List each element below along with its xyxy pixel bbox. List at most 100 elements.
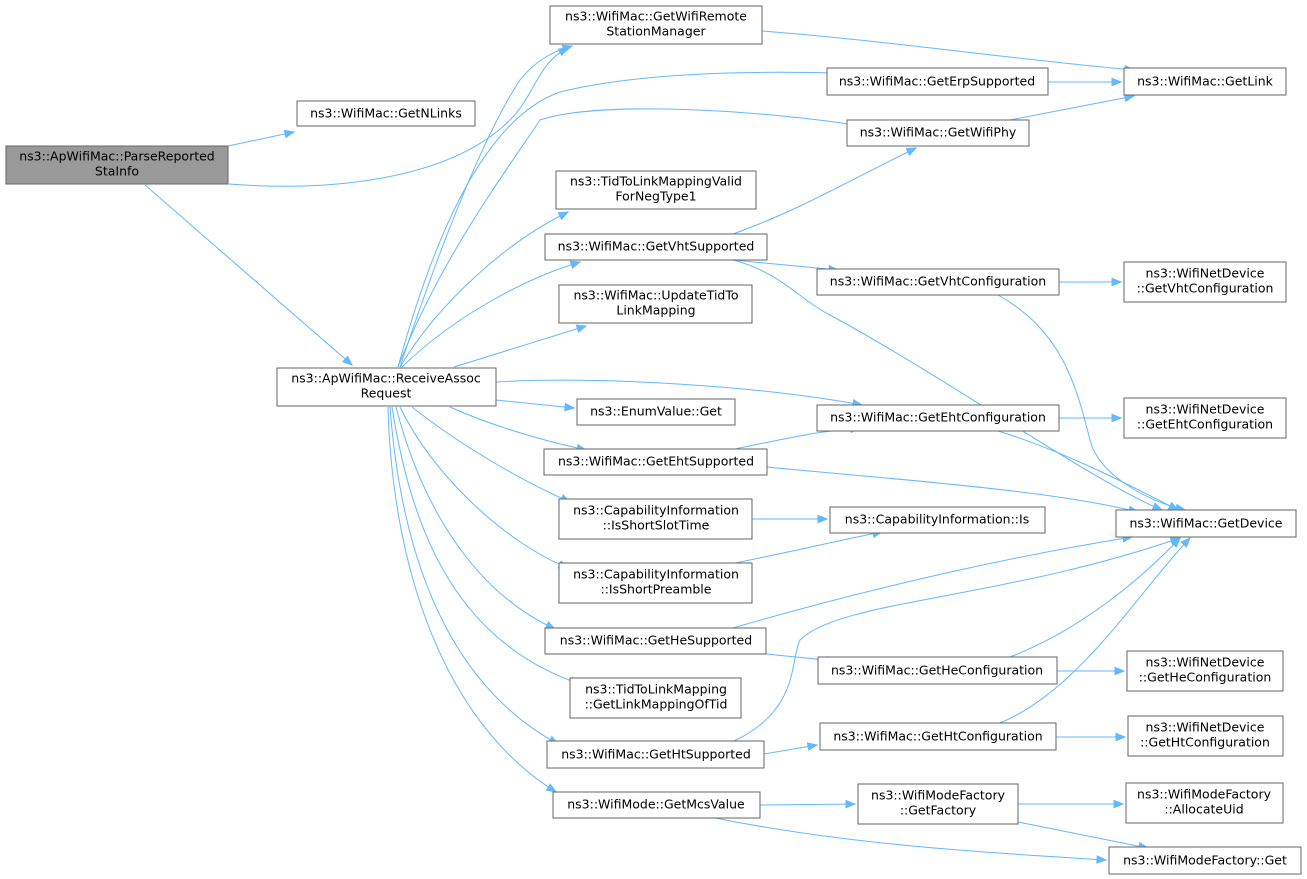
node-label: ns3::WifiMac::GetHeSupported: [560, 633, 752, 648]
node-tid-to-link-mapping-valid[interactable]: ns3::TidToLinkMappingValid ForNegType1: [555, 170, 757, 210]
node-get-eht-configuration[interactable]: ns3::WifiMac::GetEhtConfiguration: [816, 404, 1060, 432]
node-update-tid-to-link-mapping[interactable]: ns3::WifiMac::UpdateTidTo LinkMapping: [558, 284, 753, 324]
edge-line: [399, 45, 573, 368]
edge-gethes-to-getdevice: [732, 534, 1134, 629]
edge-getehts-to-getdevice: [766, 466, 1140, 514]
node-label: ns3::TidToLinkMapping: [585, 682, 727, 697]
edge-shortpre-to-capis: [734, 529, 884, 564]
node-enum-value-get[interactable]: ns3::EnumValue::Get: [576, 398, 736, 426]
edge-recv-to-mcs: [387, 406, 558, 793]
edge-recv-to-updatetid: [453, 324, 588, 368]
edge-arrowhead: [564, 402, 576, 412]
node-label: ns3::WifiMac::GetDevice: [1129, 516, 1282, 531]
edge-line: [1017, 821, 1149, 849]
edge-recv-to-enumget: [495, 399, 576, 412]
node-label: ::IsShortPreamble: [601, 582, 712, 597]
node-get-vht-configuration[interactable]: ns3::WifiMac::GetVhtConfiguration: [816, 268, 1060, 296]
node-get-eht-supported[interactable]: ns3::WifiMac::GetEhtSupported: [543, 448, 768, 476]
node-label: ns3::WifiMac::UpdateTidTo: [573, 288, 738, 303]
edge-line: [391, 406, 581, 685]
node-label: ns3::WifiNetDevice: [1146, 720, 1265, 735]
node-label: StationManager: [606, 24, 706, 39]
node-get-link[interactable]: ns3::WifiMac::GetLink: [1123, 67, 1287, 96]
edge-recv-to-tidvalid: [399, 211, 570, 368]
edge-getphy-to-getlink: [1009, 93, 1136, 121]
node-get-device[interactable]: ns3::WifiMac::GetDevice: [1115, 509, 1297, 538]
edge-line: [397, 108, 863, 368]
node-get-ht-configuration[interactable]: ns3::WifiMac::GetHtConfiguration: [819, 722, 1057, 751]
edge-arrowhead: [283, 129, 296, 139]
edge-recv-to-shortpre: [399, 406, 570, 569]
node-label: ns3::WifiMac::GetHtConfiguration: [833, 729, 1042, 744]
node-label: ns3::WifiMac::GetNLinks: [310, 106, 462, 121]
node-label: ns3::WifiMac::GetLink: [1137, 74, 1274, 89]
edge-line: [399, 211, 569, 368]
edge-line: [387, 406, 557, 793]
edge-getvht-to-getdevice: [732, 259, 1164, 511]
edge-arrowhead: [1169, 536, 1182, 546]
edge-line: [999, 537, 1191, 724]
node-get-n-links[interactable]: ns3::WifiMac::GetNLinks: [296, 100, 476, 127]
edge-htconf-to-ndht: [1056, 732, 1127, 742]
node-net-device-get-ht-configuration[interactable]: ns3::WifiNetDevice ::GetHtConfiguration: [1127, 715, 1284, 757]
edge-arrowhead: [1111, 277, 1123, 287]
edge-recv-to-geths: [389, 406, 560, 745]
node-is-short-preamble[interactable]: ns3::CapabilityInformation ::IsShortPrea…: [558, 562, 753, 604]
edge-recv-to-getehts: [449, 406, 588, 453]
edge-line: [759, 803, 856, 806]
node-label: StaInfo: [95, 164, 139, 179]
node-get-mcs-value[interactable]: ns3::WifiMode::GetMcsValue: [552, 791, 761, 819]
node-get-he-configuration[interactable]: ns3::WifiMac::GetHeConfiguration: [817, 656, 1058, 685]
edge-arrowhead: [806, 742, 819, 751]
node-wifi-mode-factory-get[interactable]: ns3::WifiModeFactory::Get: [1108, 846, 1302, 875]
node-label: ns3::WifiMac::GetHtSupported: [561, 747, 751, 762]
node-net-device-get-eht-configuration[interactable]: ns3::WifiNetDevice ::GetEhtConfiguration: [1123, 397, 1287, 439]
edge-heconf-to-ndhe: [1057, 666, 1126, 676]
node-receive-assoc-request[interactable]: ns3::ApWifiMac::ReceiveAssoc Request: [276, 367, 497, 407]
node-net-device-get-vht-configuration[interactable]: ns3::WifiNetDevice ::GetVhtConfiguration: [1123, 261, 1287, 303]
node-label: ns3::ApWifiMac::ReceiveAssoc: [291, 371, 481, 386]
edge-line: [389, 406, 559, 745]
node-get-wifi-phy[interactable]: ns3::WifiMac::GetWifiPhy: [846, 119, 1030, 147]
edge-arrowhead: [557, 211, 570, 221]
edge-line: [395, 406, 556, 630]
edge-arrowhead: [905, 147, 918, 157]
node-label: ns3::TidToLinkMappingValid: [570, 174, 742, 189]
node-label: ns3::EnumValue::Get: [590, 404, 722, 419]
node-capability-information-is[interactable]: ns3::CapabilityInformation::Is: [829, 506, 1046, 534]
edge-vhtconf-to-ndvht: [1059, 277, 1123, 287]
edge-arrowhead: [817, 514, 829, 524]
node-label: ns3::WifiMac::GetHeConfiguration: [831, 663, 1043, 678]
node-label: ns3::WifiMac::GetVhtConfiguration: [830, 274, 1046, 289]
node-get-vht-supported[interactable]: ns3::WifiMac::GetVhtSupported: [544, 233, 768, 261]
edge-getfactory-to-allocuid: [1018, 799, 1125, 809]
edge-line: [453, 325, 587, 368]
edge-arrowhead: [1096, 855, 1108, 864]
node-label: Request: [361, 386, 412, 401]
edge-line: [732, 259, 1163, 511]
edge-getfactory-to-factoryget: [1017, 821, 1150, 851]
node-wifi-mode-factory-get-factory[interactable]: ns3::WifiModeFactory ::GetFactory: [857, 783, 1019, 825]
node-parse-reported-sta-info[interactable]: ns3::ApWifiMac::ParseReported StaInfo: [5, 145, 229, 185]
edge-arrowhead: [1111, 77, 1123, 87]
node-get-he-supported[interactable]: ns3::WifiMac::GetHeSupported: [544, 627, 767, 655]
edge-line: [732, 259, 839, 271]
node-label: ::GetHtConfiguration: [1140, 735, 1270, 750]
node-label: ns3::CapabilityInformation::Is: [845, 512, 1029, 527]
node-get-link-mapping-of-tid[interactable]: ns3::TidToLinkMapping ::GetLinkMappingOf…: [569, 677, 742, 719]
node-get-ht-supported[interactable]: ns3::WifiMac::GetHtSupported: [546, 740, 765, 769]
node-label: ns3::WifiMac::GetWifiPhy: [860, 125, 1017, 140]
node-label: ns3::CapabilityInformation: [573, 503, 739, 518]
node-wifi-mode-factory-allocate-uid[interactable]: ns3::WifiModeFactory ::AllocateUid: [1125, 782, 1284, 824]
edge-line: [732, 536, 1133, 629]
node-label: ::GetFactory: [900, 803, 977, 818]
node-label: ns3::WifiNetDevice: [1146, 655, 1265, 670]
node-is-short-slot-time[interactable]: ns3::CapabilityInformation ::IsShortSlot…: [558, 498, 753, 540]
node-net-device-get-he-configuration[interactable]: ns3::WifiNetDevice ::GetHeConfiguration: [1126, 650, 1284, 692]
node-label: ns3::WifiMac::GetEhtConfiguration: [830, 410, 1046, 425]
node-get-wifi-remote-station-manager[interactable]: ns3::WifiMac::GetWifiRemote StationManag…: [549, 5, 763, 45]
edge-geterp-to-getlink: [1048, 77, 1123, 87]
node-get-erp-supported[interactable]: ns3::WifiMac::GetErpSupported: [826, 67, 1049, 96]
node-label: ::GetVhtConfiguration: [1137, 281, 1274, 296]
